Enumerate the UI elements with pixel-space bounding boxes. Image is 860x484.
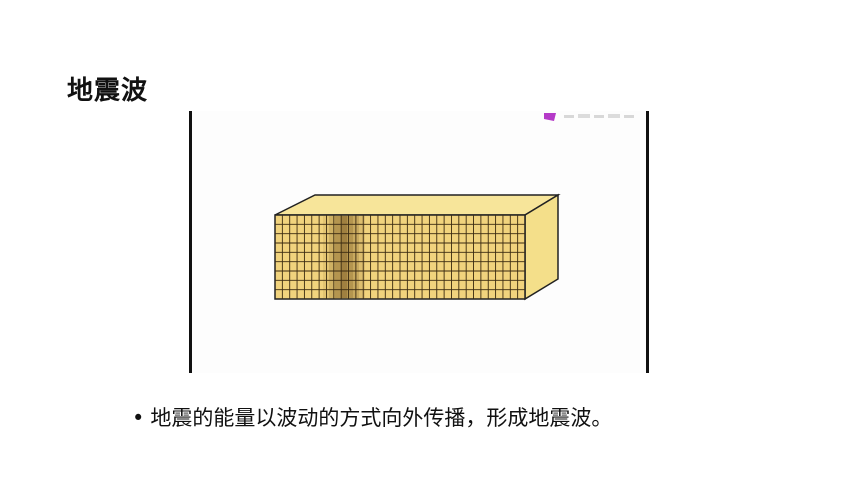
wave-band-strip xyxy=(329,216,335,298)
video-watermark-icon xyxy=(544,113,634,121)
seismic-wave-band xyxy=(323,216,365,298)
wave-band-strip xyxy=(359,216,365,298)
wave-band-strip xyxy=(335,216,341,298)
rock-block-illustration xyxy=(274,193,561,301)
wave-band-strip xyxy=(347,216,353,298)
block-top-face xyxy=(274,194,561,216)
caption-text: 地震的能量以波动的方式向外传播，形成地震波。 xyxy=(150,406,613,430)
video-frame[interactable] xyxy=(189,111,649,373)
frame-edge-left xyxy=(189,111,192,373)
bullet-marker: • xyxy=(132,406,145,430)
frame-edge-right xyxy=(646,111,649,373)
block-grid-lines xyxy=(275,215,525,299)
wave-band-strip xyxy=(323,216,329,298)
slide-caption: •地震的能量以波动的方式向外传播，形成地震波。 xyxy=(132,402,612,432)
slide-title: 地震波 xyxy=(67,76,149,106)
wave-band-strip xyxy=(341,216,347,298)
